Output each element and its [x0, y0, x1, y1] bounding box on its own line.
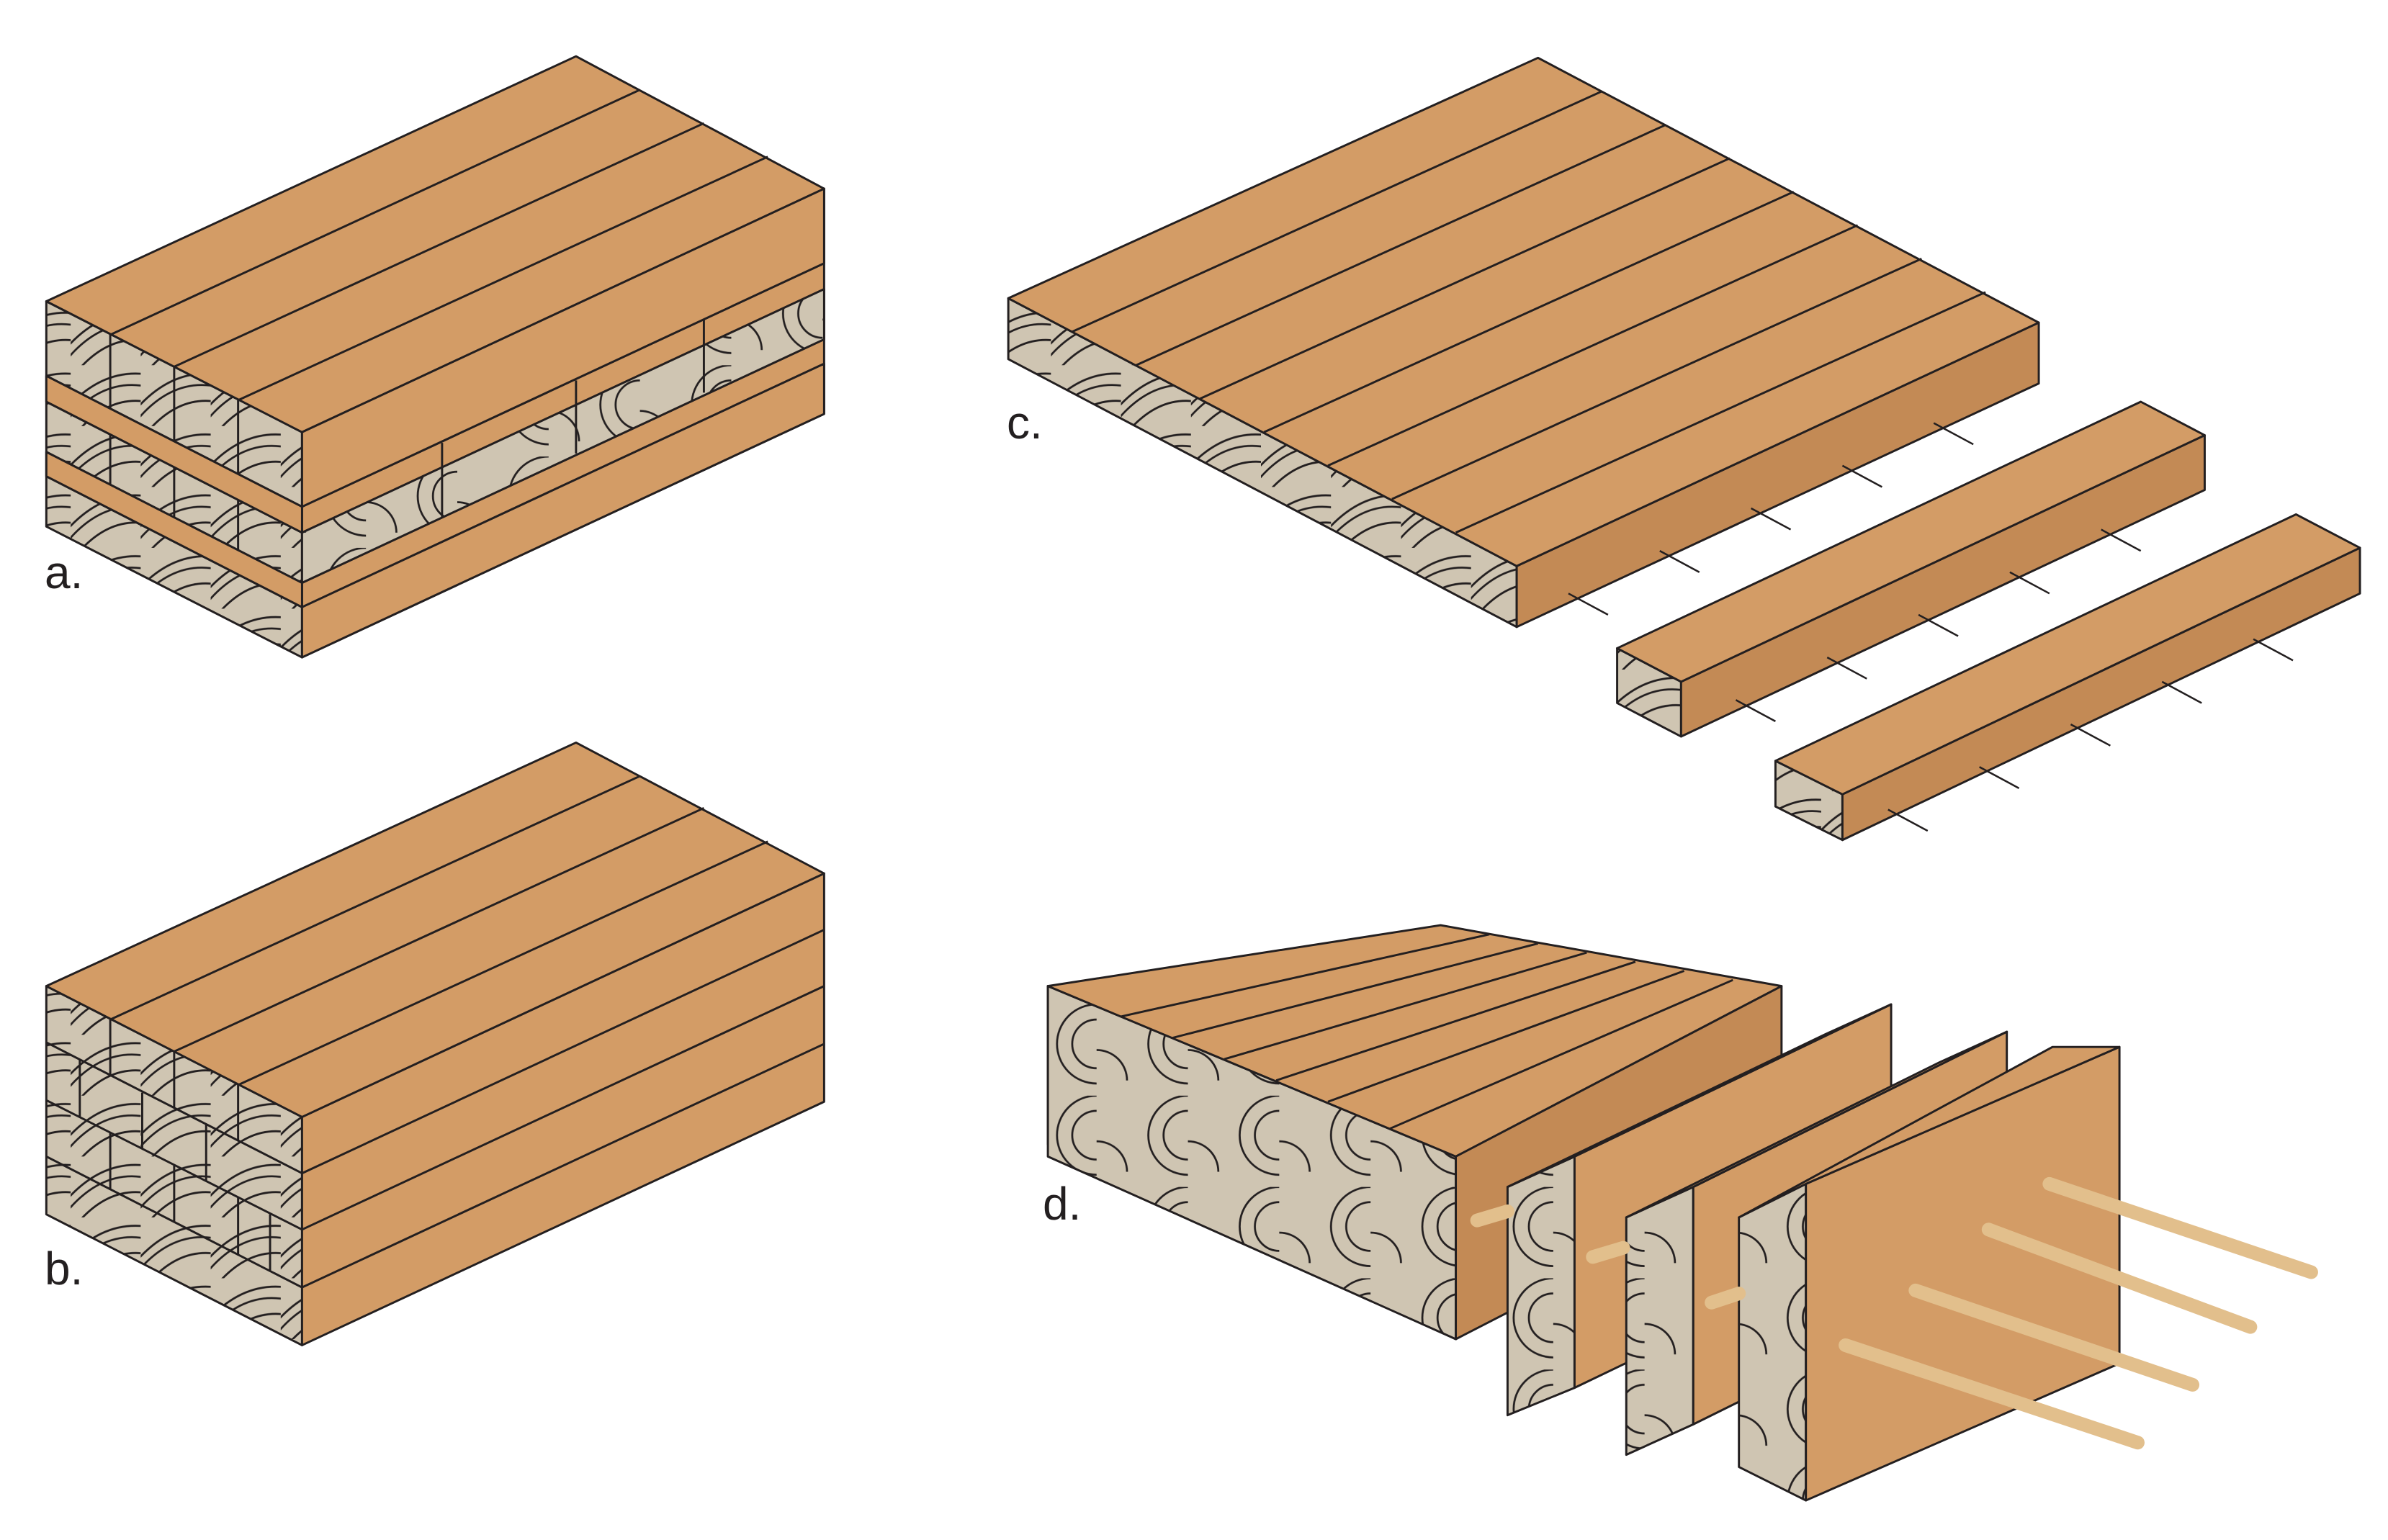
panel-c-slab-top: [1007, 56, 2040, 567]
panel-label-a: a.: [45, 546, 84, 598]
panel-d-dlt: [1046, 924, 2318, 1502]
panel-b-top-face: [45, 741, 825, 1118]
panel-c-nails: [1568, 422, 2294, 832]
panel-b-block: [45, 741, 825, 1346]
panel-label-b: b.: [45, 1243, 84, 1294]
panel-a-top-board-lines: [109, 89, 768, 402]
panel-c-nlt: [1007, 56, 2361, 842]
panel-a-clt: [45, 55, 825, 659]
panel-label-c: c.: [1007, 397, 1043, 449]
panel-d-dowels: [1470, 1176, 2318, 1450]
panel-label-d: d.: [1043, 1178, 1082, 1230]
